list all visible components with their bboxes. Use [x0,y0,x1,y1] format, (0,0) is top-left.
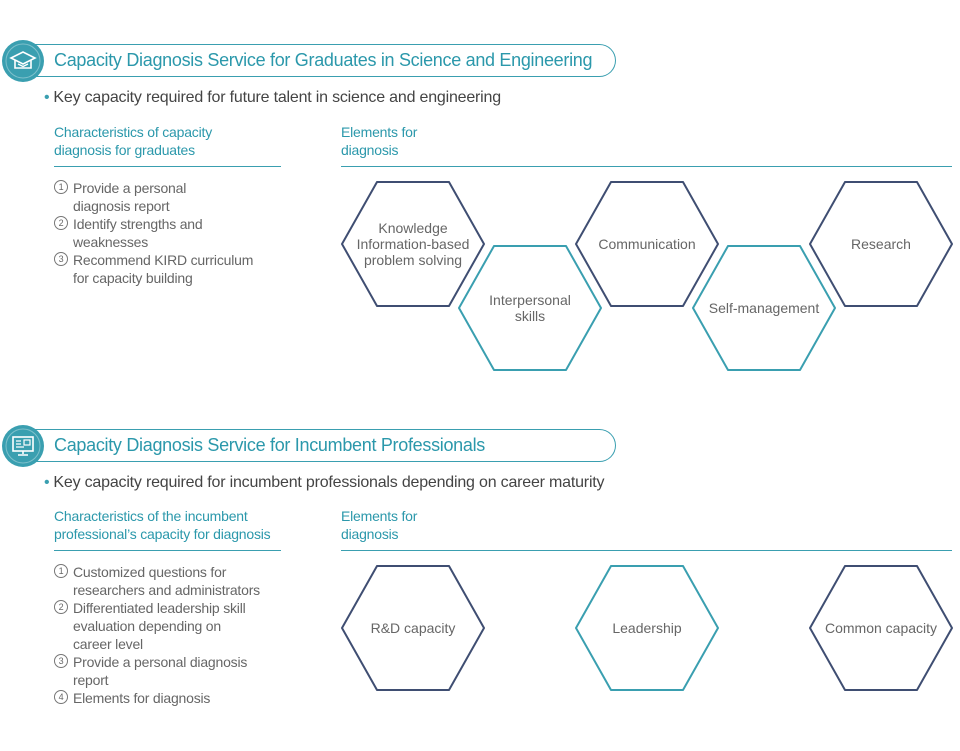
hexagon-label: Communication [598,236,696,252]
hexagon-label: R&D capacity [370,620,456,636]
subtitle-text: Key capacity required for future talent … [53,89,501,106]
list-number: 1 [54,180,68,194]
list-text: Customized questions for researchers and… [73,564,260,598]
characteristics-heading: Characteristics of the incumbent profess… [54,508,271,542]
list-item: 4 Elements for diagnosis [54,689,260,707]
graduation-cap-icon [2,40,44,82]
list-text: Recommend KIRD curriculum for capacity b… [73,252,254,286]
hexagon-label: Research [851,236,911,252]
list-item: 3 Provide a personal diagnosis report [54,653,260,689]
bullet-dot: • [44,89,50,106]
list-number: 2 [54,216,68,230]
hexagon-label: Common capacity [824,620,938,636]
hexagon-label: Leadership [612,620,682,636]
title-bar [22,44,616,77]
characteristics-heading: Characteristics of capacity diagnosis fo… [54,124,212,158]
subtitle-text: Key capacity required for incumbent prof… [53,474,605,491]
characteristics-list: 1 Provide a personal diagnosis report 2 Id… [54,179,253,287]
elements-heading: Elements for diagnosis [341,508,418,542]
list-item: 2 Identify strengths and weaknesses [54,215,253,251]
list-number: 1 [54,564,68,578]
list-number: 3 [54,654,68,668]
characteristics-divider [54,550,281,551]
elements-divider [341,550,952,551]
list-text: Elements for diagnosis [73,690,211,706]
section-subtitle: •Key capacity required for future talent… [44,89,501,107]
hexagon-label: Knowledge Information-based problem solv… [356,220,470,268]
characteristics-list: 1 Customized questions for researchers an… [54,563,260,707]
list-number: 2 [54,600,68,614]
hexagon-label: Self-management [708,300,820,316]
list-text: Provide a personal diagnosis report [73,180,187,214]
title-bar [22,429,616,462]
characteristics-divider [54,166,281,167]
monitor-icon [2,425,44,467]
bullet-dot: • [44,474,50,491]
elements-divider [341,166,952,167]
section-subtitle: •Key capacity required for incumbent pro… [44,474,605,492]
elements-heading: Elements for diagnosis [341,124,418,158]
section-title: Capacity Diagnosis Service for Graduates… [54,50,593,70]
list-item: 3 Recommend KIRD curriculum for capacity … [54,251,253,287]
list-item: 1 Customized questions for researchers an… [54,563,260,599]
list-number: 3 [54,252,68,266]
list-text: Identify strengths and weaknesses [73,216,203,250]
section-title: Capacity Diagnosis Service for Incumbent… [54,435,486,455]
list-item: 1 Provide a personal diagnosis report [54,179,253,215]
list-text: Provide a personal diagnosis report [73,654,248,688]
list-text: Differentiated leadership skill evaluati… [73,600,246,652]
hexagon-label: Interpersonal skills [489,292,571,324]
list-number: 4 [54,690,68,704]
list-item: 2 Differentiated leadership skill evaluat… [54,599,260,653]
